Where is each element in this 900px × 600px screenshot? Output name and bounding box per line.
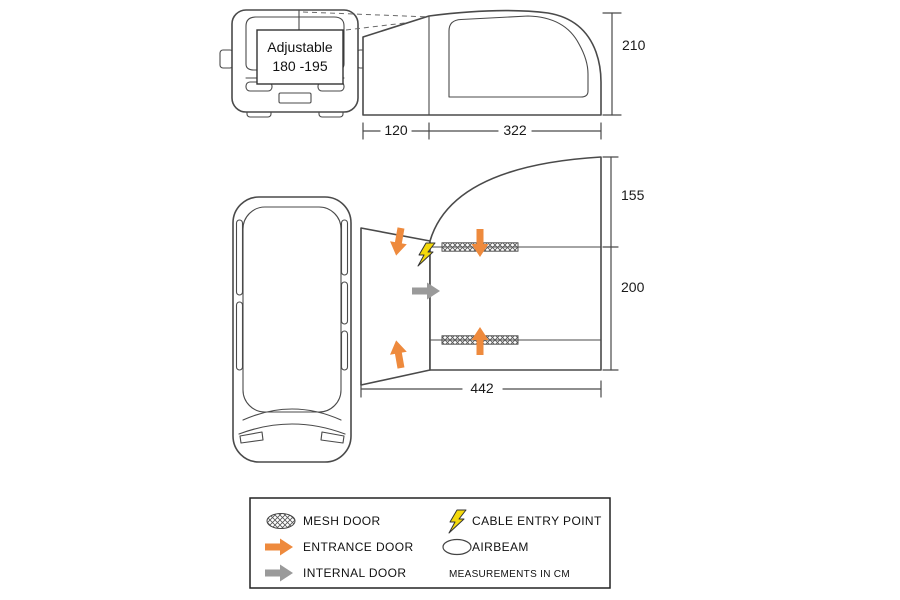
legend-label-cable-entry-point: CABLE ENTRY POINT [472, 514, 602, 528]
awning-side-window [448, 15, 589, 98]
adjustable-label-line1: Adjustable [267, 39, 333, 55]
dimension-main-room-length-value: 200 [621, 279, 645, 295]
legend-label-entrance-door: ENTRANCE DOOR [303, 540, 414, 554]
van-top-hood [238, 423, 346, 435]
dimension-total-length: 442 [360, 380, 602, 398]
van-right-window-3 [340, 330, 349, 371]
van-left-mirror [219, 49, 234, 69]
airbeam-icon [442, 538, 472, 556]
van-top-view [232, 196, 352, 463]
van-top-right-headlight [320, 431, 345, 444]
legend: MESH DOOR ENTRANCE DOOR INTERNAL DOOR CA… [249, 497, 611, 589]
dimension-awning-height: 210 [602, 12, 646, 116]
dimension-total-length-value: 442 [470, 380, 494, 396]
mesh-door-icon [266, 513, 296, 529]
van-right-window-2 [340, 281, 349, 325]
van-left-window-2 [235, 301, 244, 371]
legend-label-internal-door: INTERNAL DOOR [303, 566, 406, 580]
dimension-awning-height-value: 210 [622, 37, 646, 53]
dimension-tunnel-and-body-depth: 120 322 [362, 122, 602, 140]
legend-box [249, 497, 611, 589]
floorplan-outline [429, 156, 602, 371]
legend-label-mesh-door: MESH DOOR [303, 514, 381, 528]
van-top-left-headlight [239, 431, 264, 444]
van-license-plate [278, 92, 312, 104]
dimension-tunnel-depth-value: 120 [384, 122, 408, 138]
adjustable-label-box [256, 29, 344, 85]
van-top-windshield [242, 408, 342, 421]
awning-floorplan [360, 156, 602, 386]
van-right-window-1 [340, 219, 349, 276]
dimension-canopy-length-value: 155 [621, 187, 645, 203]
van-left-window-1 [235, 219, 244, 296]
adjustable-label-line2: 180 -195 [272, 58, 327, 74]
legend-note-measurements: MEASUREMENTS IN CM [449, 569, 570, 580]
awning-side-view [362, 9, 602, 116]
connector-dashed-top [302, 11, 431, 18]
legend-label-airbeam: AIRBEAM [472, 540, 529, 554]
van-top-body [232, 196, 352, 463]
van-front-view: Adjustable 180 -195 [219, 9, 431, 118]
dimension-body-depth-value: 322 [503, 122, 527, 138]
dimension-main-room-length: 200 [602, 246, 645, 371]
